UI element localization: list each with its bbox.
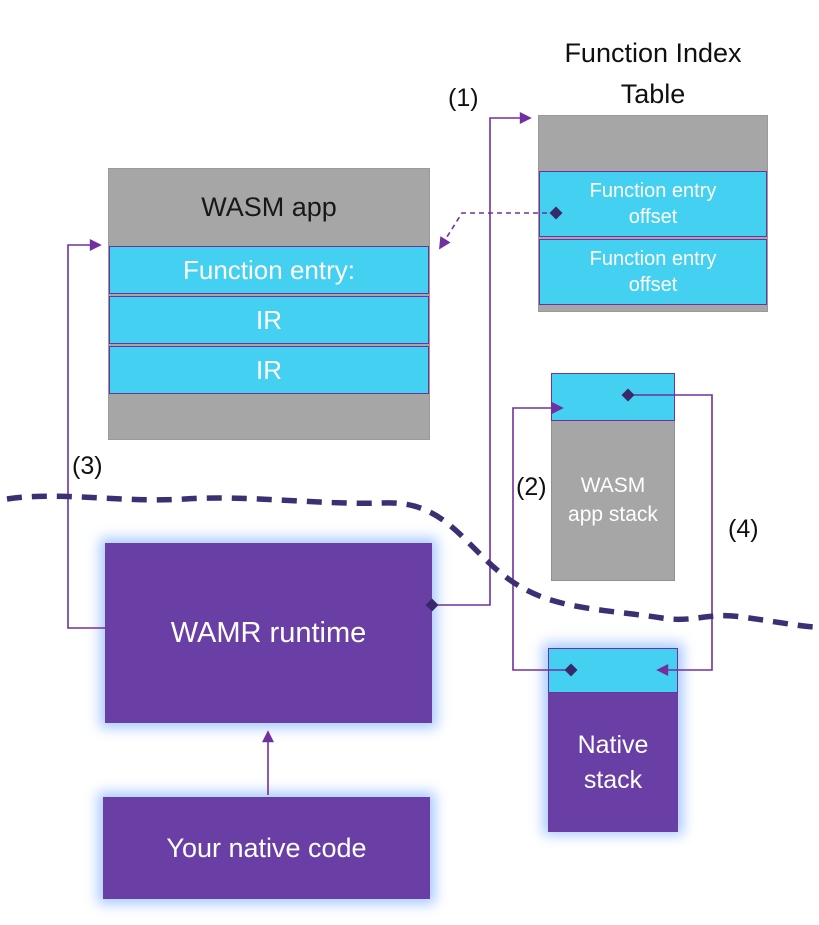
wasm-app-stack-top-bar: [551, 373, 675, 421]
function-entry-offset-row-1: Function entry offset: [539, 171, 767, 237]
step-1-label: (1): [448, 84, 479, 112]
wasm-app-ir-row-1: IR: [109, 296, 429, 344]
step-3-label: (3): [72, 452, 103, 480]
wasm-app-title: WASM app: [201, 192, 337, 222]
connector-3-runtime-to-wasm-app: [67, 239, 106, 629]
native-stack-box: Native stack: [548, 648, 678, 832]
native-stack-body: Native stack: [548, 693, 678, 832]
step-2-label: (2): [516, 473, 547, 501]
wasm-app-ir-row-2: IR: [109, 346, 429, 394]
wasm-app-function-entry-row: Function entry:: [109, 246, 429, 294]
connector-1-runtime-to-index-table: [425, 112, 532, 612]
step-4-label: (4): [728, 515, 759, 543]
your-native-code-box: Your native code: [103, 797, 430, 899]
native-stack-top-bar: [548, 648, 678, 693]
function-entry-offset-row-2: Function entry offset: [539, 239, 767, 305]
wasm-app-stack-box: WASM app stack: [551, 373, 675, 581]
wasm-app-box: WASM app Function entry: IR IR: [108, 168, 430, 440]
wamr-runtime-box: WAMR runtime: [105, 543, 432, 723]
wasm-app-stack-body: WASM app stack: [551, 421, 675, 581]
function-index-table-header-band: [539, 116, 767, 171]
function-index-table-title: Function Index Table: [564, 38, 742, 110]
function-index-table-box: Function entry offset Function entry off…: [538, 115, 768, 312]
